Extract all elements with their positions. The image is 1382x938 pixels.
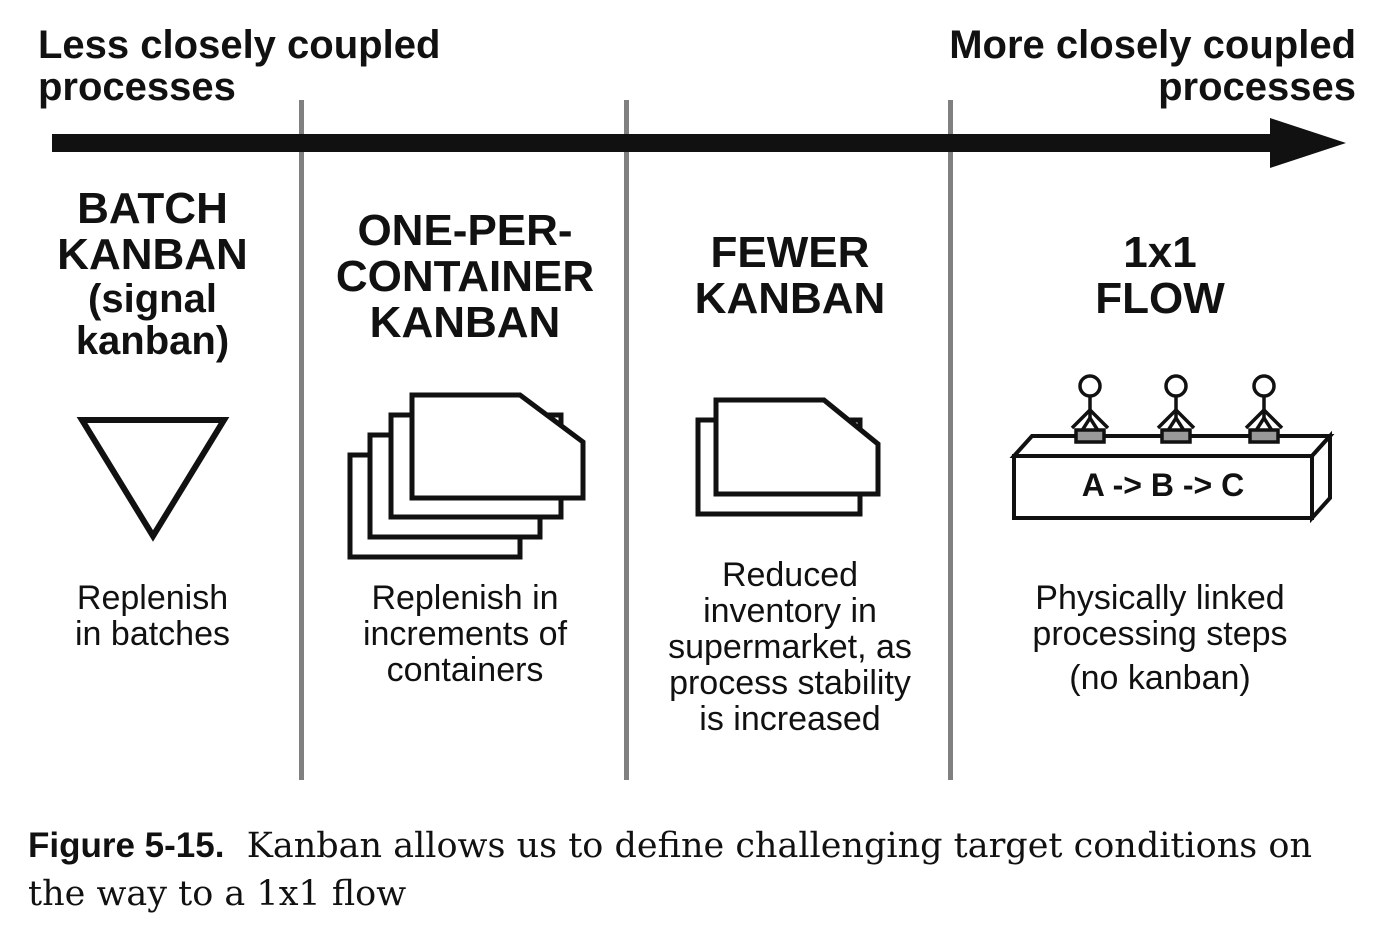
description-line: Replenish — [30, 580, 275, 616]
arrow-shaft — [52, 134, 1277, 152]
description-line: Reduced — [640, 557, 940, 593]
column-subtitle-line: (signal — [40, 278, 265, 320]
column-one-per-container-kanban: ONE-PER- CONTAINER KANBAN — [310, 208, 620, 346]
description-line: inventory in — [640, 593, 940, 629]
description-line: containers — [320, 652, 610, 688]
worker-icon — [1246, 376, 1282, 442]
column-description: Replenish in increments of containers — [320, 580, 610, 688]
description-line: process stability — [640, 665, 940, 701]
column-title-line: BATCH — [40, 186, 265, 232]
column-description: Physically linked processing steps (no k… — [1000, 580, 1320, 696]
column-title-line: ONE-PER- — [310, 208, 620, 254]
column-title-line: KANBAN — [310, 300, 620, 346]
column-batch-kanban: BATCH KANBAN (signal kanban) — [40, 186, 265, 362]
caption-label: Figure 5-15. — [28, 826, 224, 865]
description-line: in batches — [30, 616, 275, 652]
column-title: 1x1 FLOW — [1010, 230, 1310, 322]
worker-icon — [1072, 376, 1108, 442]
column-subtitle: (signal kanban) — [40, 278, 265, 362]
worker-icon — [1158, 376, 1194, 442]
description-line: Physically linked — [1000, 580, 1320, 616]
triangle-icon — [78, 414, 238, 544]
column-fewer-kanban: FEWER KANBAN — [640, 230, 940, 322]
figure-caption: Figure 5-15. Kanban allows us to define … — [28, 822, 1368, 918]
description-line: increments of — [320, 616, 610, 652]
column-description: Replenish in batches — [30, 580, 275, 652]
production-line-icon: A -> B -> C — [1008, 368, 1348, 528]
column-1x1-flow: 1x1 FLOW — [1010, 230, 1310, 322]
column-title-line: 1x1 — [1010, 230, 1310, 276]
column-title: ONE-PER- CONTAINER KANBAN — [310, 208, 620, 346]
two-cards-icon — [694, 396, 894, 526]
column-title: FEWER KANBAN — [640, 230, 940, 322]
column-title-line: KANBAN — [40, 232, 265, 278]
flow-sequence-label: A -> B -> C — [1082, 467, 1244, 503]
worker-figures — [1072, 376, 1282, 442]
column-title: BATCH KANBAN — [40, 186, 265, 278]
description-line: processing steps — [1000, 616, 1320, 652]
column-description: Reduced inventory in supermarket, as pro… — [640, 557, 940, 737]
description-line: (no kanban) — [1000, 660, 1320, 696]
arrow-head-icon — [1270, 118, 1346, 168]
column-title-line: FLOW — [1010, 276, 1310, 322]
column-title-line: FEWER — [640, 230, 940, 276]
stacked-cards-icon — [345, 390, 605, 570]
description-line: supermarket, as — [640, 629, 940, 665]
column-title-line: KANBAN — [640, 276, 940, 322]
description-line: Replenish in — [320, 580, 610, 616]
column-subtitle-line: kanban) — [40, 320, 265, 362]
column-title-line: CONTAINER — [310, 254, 620, 300]
description-line: is increased — [640, 701, 940, 737]
